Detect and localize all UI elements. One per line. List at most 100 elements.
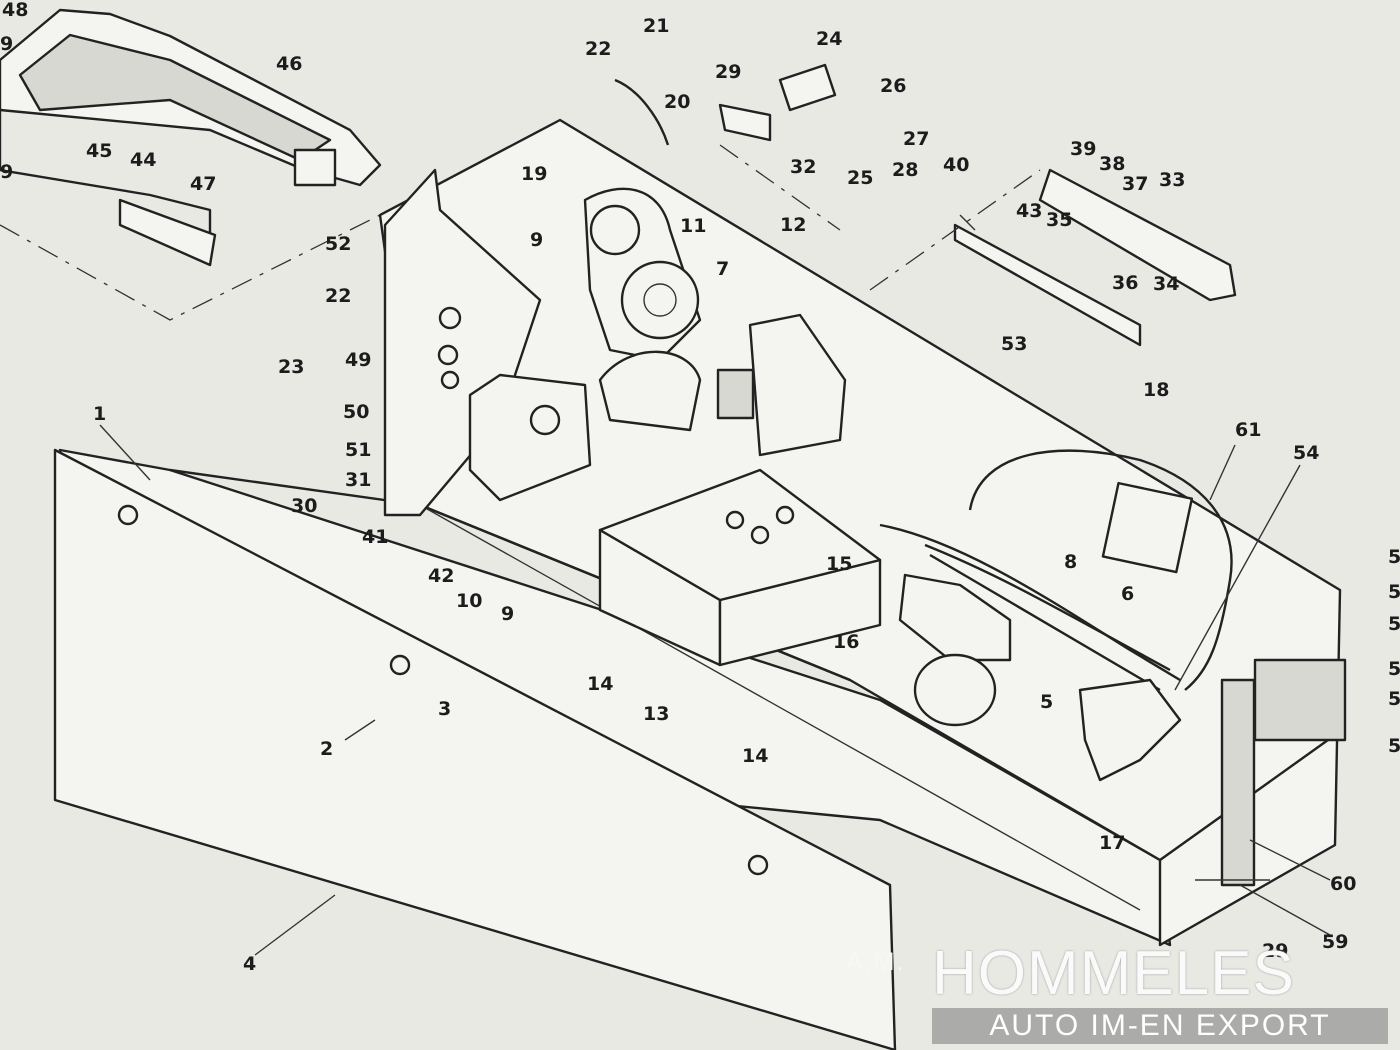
callout-22-side: 22 — [325, 285, 351, 307]
callout-20: 20 — [664, 91, 690, 113]
watermark-tagline: AUTO IM-EN EXPORT — [932, 1008, 1388, 1044]
callout-21: 21 — [643, 15, 669, 37]
callout-9-upper: 9 — [0, 33, 13, 55]
callout-40: 40 — [943, 154, 969, 176]
callout-44: 44 — [130, 149, 156, 171]
callout-1: 1 — [93, 403, 106, 425]
callout-49: 49 — [345, 349, 371, 371]
hole-49 — [438, 306, 462, 330]
callout-9-lower: 9 — [0, 161, 13, 183]
callout-46: 46 — [276, 53, 302, 75]
callout-25: 25 — [847, 167, 873, 189]
callout-14-right: 14 — [742, 745, 768, 767]
mount-bracket-17 — [1078, 678, 1182, 782]
callout-13: 13 — [643, 703, 669, 725]
terminal-block — [898, 573, 1012, 662]
watermark-prefix: A.M. — [846, 948, 906, 976]
latch-mid — [389, 654, 411, 676]
callout-48: 48 — [2, 0, 28, 21]
strip-29 — [718, 103, 772, 142]
callout-45: 45 — [86, 140, 112, 162]
company-watermark: A.M. HOMMELES AUTO IM-EN EXPORT — [846, 942, 1398, 1050]
callout-52: 52 — [325, 233, 351, 255]
callout-9-bottom: 9 — [501, 603, 514, 625]
link-20 — [614, 78, 670, 146]
callout-11: 11 — [680, 215, 706, 237]
hole-50 — [437, 344, 459, 366]
callout-22-top: 22 — [585, 38, 611, 60]
callout-32: 32 — [790, 156, 816, 178]
callout-4: 4 — [243, 953, 256, 975]
callout-60: 60 — [1330, 873, 1356, 895]
callout-53: 53 — [1001, 333, 1027, 355]
leader-top — [719, 144, 841, 231]
callout-43: 43 — [1016, 200, 1042, 222]
callout-6: 6 — [1121, 583, 1134, 605]
mesh-component — [1253, 658, 1347, 742]
motor-housing — [583, 187, 702, 432]
callout-edge-6: 5 — [1388, 735, 1400, 757]
rail-33 — [1038, 168, 1237, 302]
terminal-strip-7 — [716, 368, 755, 420]
bracket-plate — [468, 373, 592, 502]
callout-39: 39 — [1070, 138, 1096, 160]
leader-lines — [99, 214, 1331, 956]
callout-edge-2: 5 — [1388, 581, 1400, 603]
callout-61: 61 — [1235, 419, 1261, 441]
callout-37: 37 — [1122, 173, 1148, 195]
callout-15: 15 — [826, 553, 852, 575]
callout-24: 24 — [816, 28, 842, 50]
wiring-harness — [879, 449, 1233, 692]
rail-40 — [953, 223, 1142, 347]
callout-30: 30 — [291, 495, 317, 517]
callout-28-top: 28 — [892, 159, 918, 181]
callout-34: 34 — [1153, 273, 1179, 295]
leader-frame — [0, 184, 441, 321]
hole-51 — [440, 370, 460, 390]
callout-42: 42 — [428, 565, 454, 587]
callout-29-bottom: 29 — [1262, 940, 1288, 962]
connector-18 — [1101, 481, 1194, 574]
callout-18: 18 — [1143, 379, 1169, 401]
battery-box — [598, 468, 882, 667]
callout-5: 5 — [1040, 691, 1053, 713]
relay-block — [748, 313, 847, 457]
callout-10: 10 — [456, 590, 482, 612]
side-panel — [383, 168, 542, 517]
tray-frame — [0, 8, 382, 267]
callout-54: 54 — [1293, 442, 1319, 464]
callout-59: 59 — [1322, 931, 1348, 953]
callout-36: 36 — [1112, 272, 1138, 294]
latch-top — [117, 504, 139, 526]
callout-38: 38 — [1099, 153, 1125, 175]
callout-29-top: 29 — [715, 61, 741, 83]
callout-19: 19 — [521, 163, 547, 185]
bracket-24 — [778, 63, 837, 112]
coil-spring — [1220, 678, 1256, 887]
callout-31: 31 — [345, 469, 371, 491]
callout-edge-4: 5 — [1388, 658, 1400, 680]
callout-12: 12 — [780, 214, 806, 236]
callout-41: 41 — [362, 526, 388, 548]
callout-35: 35 — [1046, 209, 1072, 231]
callout-3: 3 — [438, 698, 451, 720]
callout-9-mid: 9 — [530, 229, 543, 251]
callout-27: 27 — [903, 128, 929, 150]
callout-50: 50 — [343, 401, 369, 423]
callout-8: 8 — [1064, 551, 1077, 573]
callout-7: 7 — [716, 258, 729, 280]
callout-26: 26 — [880, 75, 906, 97]
leader-rails — [869, 169, 1041, 291]
solenoid — [913, 653, 997, 727]
latch-bottom — [747, 854, 769, 876]
callout-17: 17 — [1099, 832, 1125, 854]
callout-2: 2 — [320, 738, 333, 760]
callout-16: 16 — [833, 631, 859, 653]
callout-edge-1: 5 — [1388, 546, 1400, 568]
callout-23: 23 — [278, 356, 304, 378]
callout-51: 51 — [345, 439, 371, 461]
callout-33: 33 — [1159, 169, 1185, 191]
callout-edge-3: 5 — [1388, 613, 1400, 635]
